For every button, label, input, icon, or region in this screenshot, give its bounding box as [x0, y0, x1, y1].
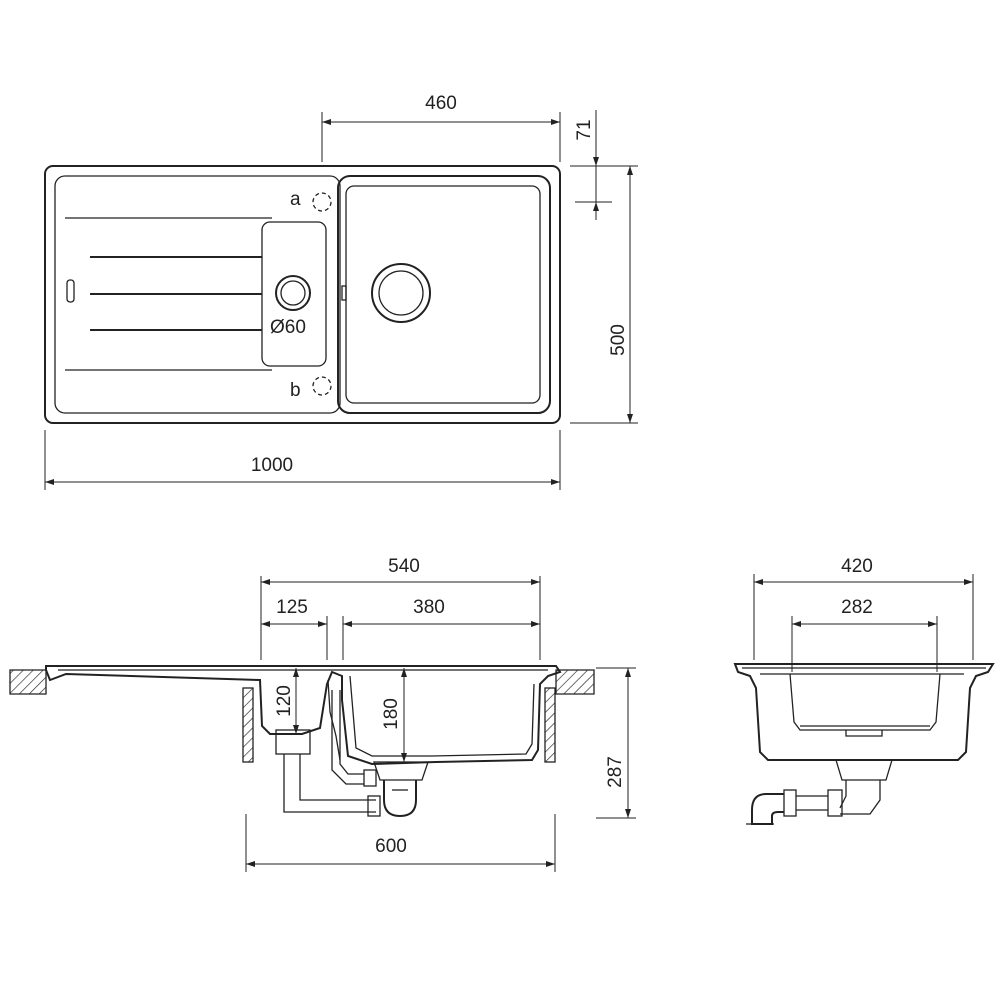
waste-pipe	[283, 754, 376, 813]
sink-profile-inner	[58, 669, 548, 757]
tap-hole-a	[312, 192, 332, 212]
dimension-71-label: 71	[574, 119, 595, 140]
bowl-inner	[345, 185, 541, 404]
end-drain	[835, 759, 893, 781]
worktop-left	[9, 669, 47, 695]
dimension-460-label: 460	[425, 93, 457, 114]
end-bowl-bottom	[800, 725, 930, 737]
pipe-connector	[367, 795, 381, 817]
end-view: 420 282	[733, 556, 995, 825]
siphon	[383, 780, 417, 818]
dimension-120-label: 120	[274, 685, 295, 717]
dimension-125-label: 125	[276, 597, 308, 618]
dimension-500-label: 500	[608, 324, 629, 356]
tap-hole-b	[312, 376, 332, 396]
end-pipe-connector	[783, 789, 797, 817]
overflow-channel	[327, 679, 341, 761]
bowl-drain	[371, 263, 431, 323]
overflow-hole	[275, 275, 311, 311]
dimension-600-label: 600	[375, 836, 407, 857]
end-pipe-connector	[827, 789, 843, 817]
dimension-540-label: 540	[388, 556, 420, 577]
overflow-diameter-label: Ø60	[270, 317, 306, 338]
overflow-pipe	[331, 690, 364, 785]
tap-hole-a-label: a	[290, 189, 301, 210]
top-view: Ø60 a b 460 1000 500 71	[44, 93, 638, 490]
cabinet-wall-right	[544, 687, 556, 763]
end-profile	[733, 663, 995, 761]
drainer-inner-outline	[54, 175, 341, 414]
side-view: 540 125 380 120 180 287 600	[9, 556, 636, 872]
end-waste-pipe	[796, 795, 828, 811]
pipe-connector	[363, 769, 377, 787]
tap-hole-b-label: b	[290, 380, 301, 401]
drainer-slot	[66, 279, 75, 303]
dimension-180-label: 180	[381, 698, 402, 730]
dimension-1000-label: 1000	[251, 455, 293, 476]
drain-basket	[373, 761, 429, 781]
overflow-hole-inner	[280, 280, 306, 306]
end-profile-inner	[742, 667, 986, 731]
bowl-overflow-slot	[341, 285, 347, 301]
end-elbow	[751, 793, 784, 825]
dimension-287-label: 287	[605, 756, 626, 788]
dimension-420-label: 420	[841, 556, 873, 577]
end-siphon	[839, 780, 881, 815]
cabinet-wall-left	[242, 687, 254, 763]
sink-profile	[45, 665, 562, 766]
worktop-right	[555, 669, 595, 695]
bowl-outline	[337, 175, 551, 414]
overflow-box	[261, 221, 327, 367]
dimension-380-label: 380	[413, 597, 445, 618]
bowl-drain-inner	[378, 270, 424, 316]
sink-outline	[44, 165, 561, 424]
dimension-282-label: 282	[841, 597, 873, 618]
